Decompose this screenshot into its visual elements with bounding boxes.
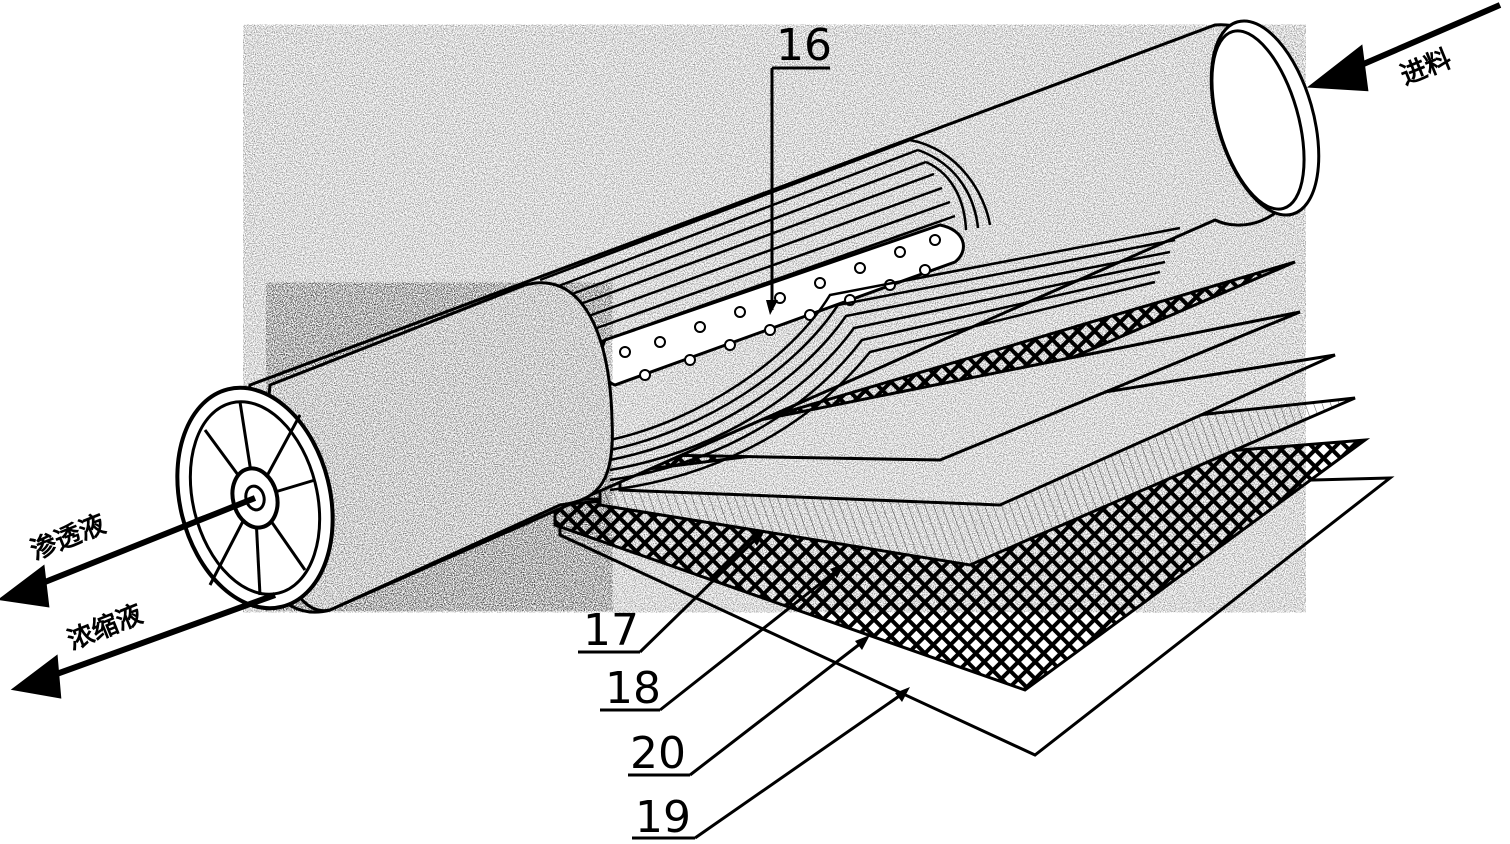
callout-20: 20 (630, 728, 686, 779)
label-permeate: 渗透液 (26, 509, 110, 567)
callout-16: 16 (776, 20, 832, 71)
permeate-arrow (23, 495, 257, 593)
unrolled-layers (609, 226, 1181, 492)
callout-leaders (578, 66, 906, 840)
callout-18: 18 (605, 663, 661, 714)
callout-17: 17 (583, 605, 639, 656)
flow-arrows (0, 2, 1502, 699)
concentrate-arrow (38, 592, 277, 683)
membrane-roll (175, 19, 1321, 614)
membrane-sheets (553, 260, 1395, 757)
callout-19: 19 (635, 792, 691, 843)
feed-arrow (1343, 2, 1502, 75)
label-feed: 进料 (1396, 44, 1455, 91)
